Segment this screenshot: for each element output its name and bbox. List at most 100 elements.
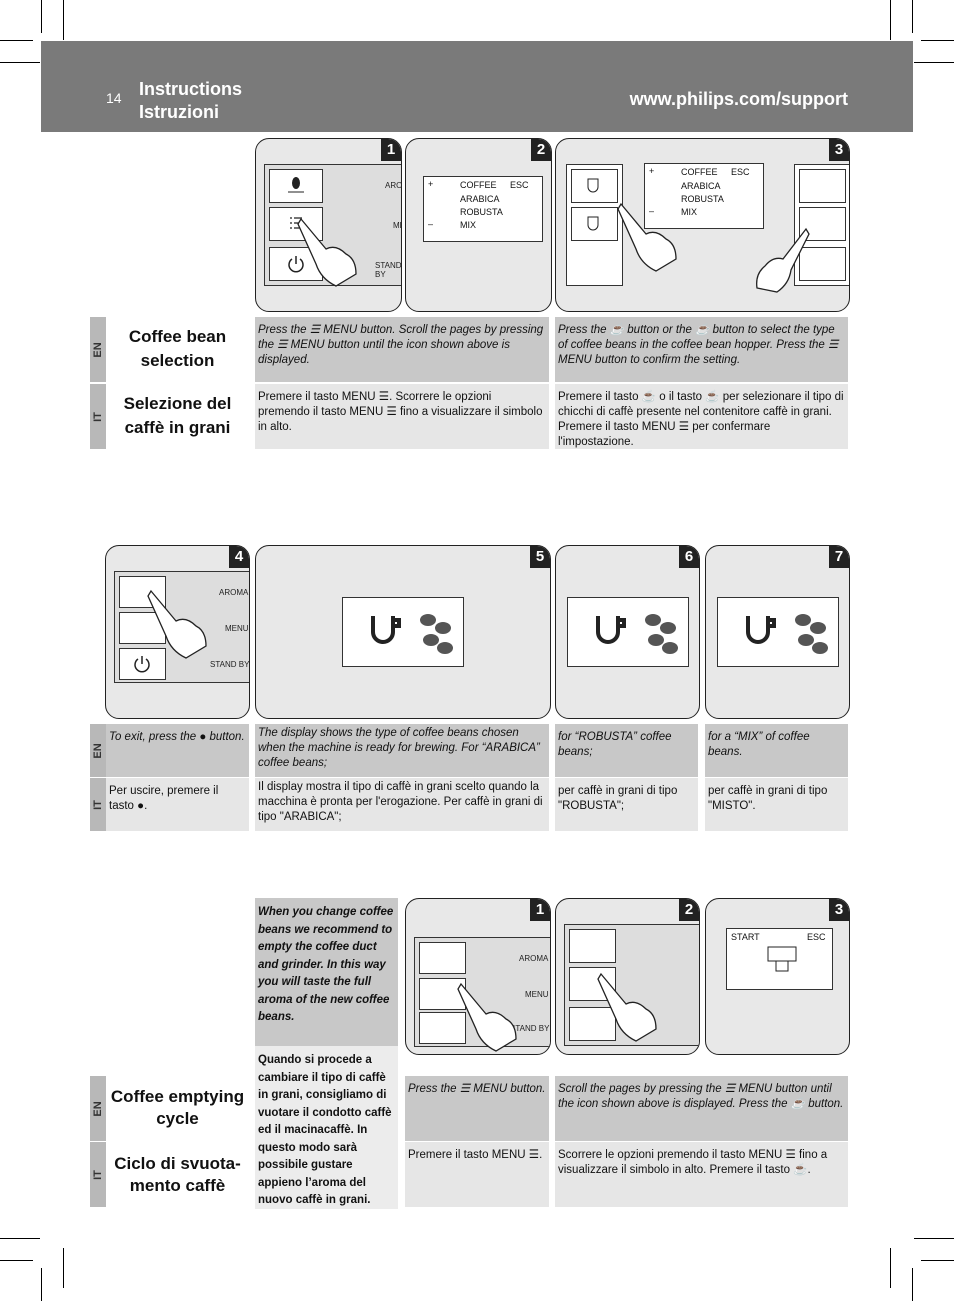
page-title: Instructions Istruzioni bbox=[139, 78, 242, 124]
aroma-button bbox=[569, 929, 616, 963]
hand-icon bbox=[597, 972, 657, 1042]
standby-button bbox=[119, 648, 166, 680]
step-number: 3 bbox=[829, 139, 849, 161]
crop-mark bbox=[914, 62, 954, 63]
aroma-label: AROMA bbox=[519, 954, 549, 963]
emptying-step-2: 2 bbox=[555, 898, 700, 1055]
instruction-en-2: Scroll the pages by pressing the ☰ MENU … bbox=[555, 1076, 848, 1141]
section-title-it: Ciclo di svuota-mento caffè bbox=[114, 1154, 241, 1195]
control-panel: AROMA MENU STAND BY bbox=[114, 571, 250, 683]
lcd-start: START bbox=[731, 932, 760, 942]
crop-mark bbox=[0, 40, 33, 41]
title-it: Istruzioni bbox=[139, 102, 219, 122]
crop-mark bbox=[914, 1238, 954, 1239]
lcd-display-robusta bbox=[567, 597, 689, 667]
crop-mark bbox=[890, 1248, 891, 1288]
instruction-en-1: Press the ☰ MENU button. bbox=[405, 1076, 549, 1141]
menu-label: MENU bbox=[525, 990, 549, 999]
lcd-display-arabica bbox=[342, 597, 464, 667]
crop-mark bbox=[912, 0, 913, 33]
note-it: Quando si procede a cambiare il tipo di … bbox=[255, 1046, 398, 1209]
aroma-button bbox=[419, 942, 466, 974]
memo-button bbox=[571, 169, 618, 203]
control-panel: AROMA MENU STAND BY bbox=[414, 937, 550, 1047]
lang-tag-it: IT bbox=[90, 1142, 106, 1207]
plus-sign: + bbox=[649, 166, 655, 176]
instruction-it-arabica: Il display mostra il tipo di caffè in gr… bbox=[255, 778, 549, 831]
instruction-it-mix: per caffè in grani di tipo "MISTO". bbox=[705, 778, 848, 831]
lcd-item-arabica: ARABICA bbox=[681, 181, 721, 191]
lang-tag-en: EN bbox=[90, 724, 106, 777]
step-number: 4 bbox=[229, 546, 249, 568]
crop-mark bbox=[0, 62, 40, 63]
note-en: When you change coffee beans we recommen… bbox=[255, 898, 398, 1046]
aroma-button bbox=[799, 169, 846, 203]
hand-icon bbox=[617, 202, 677, 272]
standby-button bbox=[569, 1007, 616, 1041]
instruction-en-robusta: for “ROBUSTA” coffee beans; bbox=[555, 724, 698, 777]
aroma-button bbox=[269, 169, 323, 203]
step-number: 1 bbox=[381, 139, 401, 161]
step-number: 6 bbox=[679, 546, 699, 568]
control-panel bbox=[564, 924, 699, 1046]
crop-mark bbox=[41, 0, 42, 33]
grinder-icon bbox=[767, 946, 797, 972]
crop-mark bbox=[63, 1248, 64, 1288]
standby-label: STAND BY bbox=[375, 261, 402, 279]
lcd-item-arabica: ARABICA bbox=[460, 194, 500, 204]
illustration-step-5: 5 bbox=[255, 545, 551, 719]
crop-mark bbox=[0, 1238, 40, 1239]
standby-label: STAND BY bbox=[210, 660, 250, 669]
lcd-display: + COFFEE ESC ARABICA ROBUSTA MIX – bbox=[423, 176, 543, 242]
instruction-en-1: Press the ☰ MENU button. Scroll the page… bbox=[255, 317, 549, 382]
coffee-beans-icon bbox=[596, 614, 678, 654]
minus-sign: – bbox=[649, 206, 655, 216]
lcd-item-mix: MIX bbox=[460, 220, 477, 230]
power-icon bbox=[288, 256, 304, 273]
crop-mark bbox=[0, 1260, 33, 1261]
lcd-esc: ESC bbox=[510, 180, 529, 190]
lcd-esc: ESC bbox=[807, 932, 826, 942]
lcd-esc: ESC bbox=[731, 167, 750, 177]
power-icon bbox=[134, 656, 150, 673]
crop-mark bbox=[921, 40, 954, 41]
crop-mark bbox=[912, 1268, 913, 1301]
lang-tag-en: EN bbox=[90, 317, 106, 382]
instruction-en-mix: for a “MIX” of coffee beans. bbox=[705, 724, 848, 777]
illustration-step-7: 7 bbox=[705, 545, 850, 719]
emptying-step-1: 1 AROMA MENU STAND BY bbox=[405, 898, 551, 1055]
minus-sign: – bbox=[428, 219, 434, 229]
lang-tag-en: EN bbox=[90, 1076, 106, 1141]
crop-mark bbox=[890, 0, 891, 40]
menu-label: MENU bbox=[393, 221, 401, 230]
lang-tag-it: IT bbox=[90, 384, 106, 449]
page-header: 14 Instructions Istruzioni www.philips.c… bbox=[41, 41, 913, 132]
illustration-step-2: 2 + COFFEE ESC ARABICA ROBUSTA MIX – bbox=[405, 138, 552, 312]
emptying-step-3: 3 START ESC bbox=[705, 898, 850, 1055]
illustration-step-4: 4 AROMA MENU STAND BY bbox=[105, 545, 250, 719]
lcd-heading: COFFEE bbox=[681, 167, 718, 177]
section-title-en: Coffee bean selection bbox=[128, 327, 227, 370]
hand-icon bbox=[457, 982, 517, 1052]
instruction-it-2: Premere il tasto ☕ o il tasto ☕ per sele… bbox=[555, 384, 848, 449]
lcd-item-mix: MIX bbox=[681, 207, 698, 217]
page-number: 14 bbox=[106, 90, 122, 106]
cup-icon bbox=[587, 216, 599, 231]
crop-mark bbox=[63, 0, 64, 40]
step-number: 2 bbox=[531, 139, 551, 161]
section-title-it: Selezione del caffè in grani bbox=[123, 394, 232, 437]
step-number: 7 bbox=[829, 546, 849, 568]
aroma-label: AROMA bbox=[385, 181, 402, 190]
hand-icon-2 bbox=[756, 227, 810, 293]
lcd-display: + COFFEE ESC ARABICA ROBUSTA MIX – bbox=[644, 163, 764, 229]
title-en: Instructions bbox=[139, 79, 243, 99]
instruction-it-2: Scorrere le opzioni premendo il tasto ME… bbox=[555, 1142, 848, 1207]
aroma-label: AROMA bbox=[219, 588, 249, 597]
instruction-it-1: Premere il tasto MENU ☰. bbox=[405, 1142, 549, 1207]
illustration-step-1: 1 AROMA MENU STAND BY bbox=[255, 138, 402, 312]
control-panel: AROMA MENU STAND BY bbox=[264, 164, 402, 286]
crop-mark bbox=[41, 1268, 42, 1301]
instruction-it-exit: Per uscire, premere il tasto ●. bbox=[106, 778, 249, 831]
lcd-heading: COFFEE bbox=[460, 180, 497, 190]
lcd-display-start: START ESC bbox=[726, 928, 833, 990]
